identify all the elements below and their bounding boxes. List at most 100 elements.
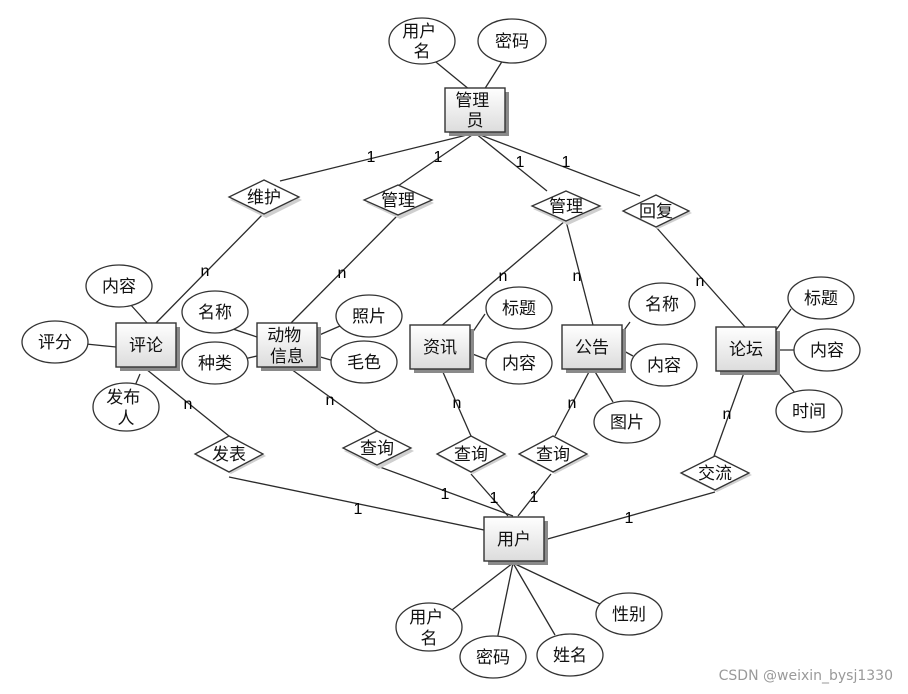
watermark: CSDN @weixin_bysj1330 bbox=[719, 668, 893, 684]
entity-admin-label: 管理 员 bbox=[455, 91, 494, 131]
attribute-news-title: 标题 bbox=[485, 286, 553, 330]
entity-notice: 公告 bbox=[561, 324, 626, 373]
attribute-animal-fur-color: 毛色 bbox=[330, 340, 398, 384]
relationship-query-news-label: 查询 bbox=[454, 445, 488, 465]
relationship-exchange-label: 交流 bbox=[698, 464, 732, 484]
relationship-query-news: 查询 bbox=[435, 435, 508, 474]
cardinality-admin-manage-notice: 1 bbox=[516, 154, 525, 171]
relationship-reply: 回复 bbox=[621, 194, 692, 229]
attribute-comment-content: 内容 bbox=[85, 264, 153, 308]
attribute-news-content-label: 内容 bbox=[502, 354, 536, 374]
relationship-query-notice: 查询 bbox=[517, 435, 590, 474]
relationship-query-animal-label: 查询 bbox=[360, 439, 394, 459]
relationship-publish-label: 发表 bbox=[212, 445, 246, 465]
cardinality-exchange-user: 1 bbox=[625, 510, 634, 527]
attribute-animal-photo: 照片 bbox=[335, 294, 403, 338]
relationship-maintain: 维护 bbox=[227, 179, 302, 218]
attribute-user-username-label: 用户 名 bbox=[409, 608, 448, 649]
relationship-exchange: 交流 bbox=[679, 455, 752, 492]
attribute-animal-photo-label: 照片 bbox=[352, 307, 386, 327]
entity-news: 资讯 bbox=[409, 324, 474, 373]
attribute-animal-species-label: 种类 bbox=[198, 354, 232, 374]
attribute-notice-name: 名称 bbox=[628, 282, 696, 326]
attribute-news-content: 内容 bbox=[485, 341, 553, 385]
entity-forum-label: 论坛 bbox=[729, 340, 763, 360]
attribute-forum-content-label: 内容 bbox=[810, 341, 844, 361]
cardinality-manage-news: n bbox=[499, 268, 508, 285]
cardinality-admin-maintain: 1 bbox=[367, 149, 376, 166]
attribute-user-password: 密码 bbox=[459, 635, 527, 679]
attribute-animal-fur-color-label: 毛色 bbox=[347, 353, 381, 373]
relationship-query-notice-label: 查询 bbox=[536, 445, 570, 465]
cardinality-forum-exchange: n bbox=[723, 406, 732, 423]
attribute-animal-name-label: 名称 bbox=[198, 303, 232, 323]
entity-admin: 管理 员 bbox=[444, 87, 509, 136]
entity-forum: 论坛 bbox=[715, 326, 780, 375]
attribute-forum-title: 标题 bbox=[787, 276, 855, 320]
cardinality-notice-query: n bbox=[568, 395, 577, 412]
attribute-forum-content: 内容 bbox=[793, 328, 861, 372]
relationship-maintain-label: 维护 bbox=[247, 188, 281, 208]
entity-animal-label-line1: 动物 bbox=[267, 326, 301, 346]
relationship-publish: 发表 bbox=[193, 435, 266, 474]
attribute-user-username-line1: 用户 bbox=[409, 608, 443, 628]
cardinality-comment-publish: n bbox=[184, 396, 193, 413]
cardinality-animal-query: n bbox=[326, 392, 335, 409]
relationship-reply-label: 回复 bbox=[639, 202, 673, 222]
entity-admin-label-line2: 员 bbox=[467, 111, 484, 131]
attribute-user-password-label: 密码 bbox=[476, 648, 510, 668]
entity-animal-label-line2: 信息 bbox=[270, 347, 304, 367]
attribute-notice-name-label: 名称 bbox=[645, 295, 679, 315]
attribute-admin-password: 密码 bbox=[477, 18, 547, 64]
attribute-news-title-label: 标题 bbox=[502, 299, 536, 319]
cardinality-manage-animal: n bbox=[338, 265, 347, 282]
attribute-user-name-label: 姓名 bbox=[553, 646, 587, 666]
attribute-forum-time: 时间 bbox=[775, 389, 843, 433]
attribute-comment-rating-label: 评分 bbox=[38, 333, 72, 353]
entity-news-label: 资讯 bbox=[423, 338, 457, 358]
attribute-comment-publisher: 发布 人 bbox=[92, 382, 160, 432]
attribute-comment-content-label: 内容 bbox=[102, 277, 136, 297]
cardinality-admin-manage-animal: 1 bbox=[434, 149, 443, 166]
attribute-user-name: 姓名 bbox=[536, 633, 604, 677]
attribute-user-gender: 性别 bbox=[595, 592, 663, 636]
entity-notice-label: 公告 bbox=[575, 338, 609, 358]
attribute-notice-content: 内容 bbox=[630, 343, 698, 387]
cardinality-query-animal-user: 1 bbox=[441, 486, 450, 503]
entity-animal-label: 动物 信息 bbox=[267, 326, 306, 367]
entity-user-label: 用户 bbox=[497, 530, 531, 550]
attribute-forum-time-label: 时间 bbox=[792, 402, 826, 422]
relationship-manage-animal: 管理 bbox=[362, 184, 434, 219]
entity-comment: 评论 bbox=[115, 322, 180, 371]
attribute-comment-publisher-label: 发布 人 bbox=[106, 388, 145, 429]
attribute-user-username: 用户 名 bbox=[395, 602, 463, 652]
attribute-admin-password-label: 密码 bbox=[495, 32, 529, 52]
cardinality-reply-forum: n bbox=[696, 273, 705, 290]
cardinality-labels: 1 1 1 1 n n n n n n n n n n 1 1 1 1 1 bbox=[184, 149, 732, 527]
attribute-user-username-line2: 名 bbox=[421, 629, 438, 649]
cardinality-query-notice-user: 1 bbox=[530, 489, 539, 506]
cardinality-maintain-comment: n bbox=[201, 263, 210, 280]
entity-user: 用户 bbox=[483, 516, 548, 565]
connection-lines bbox=[85, 57, 797, 641]
attribute-forum-title-label: 标题 bbox=[804, 289, 838, 309]
cardinality-manage-notice: n bbox=[573, 268, 582, 285]
attribute-notice-image-label: 图片 bbox=[610, 413, 644, 433]
attribute-animal-species: 种类 bbox=[181, 341, 249, 385]
attribute-notice-image: 图片 bbox=[593, 400, 661, 444]
entity-animal-info: 动物 信息 bbox=[256, 322, 321, 371]
cardinality-query-news-user: 1 bbox=[490, 490, 499, 507]
relationship-manage-animal-label: 管理 bbox=[381, 191, 415, 211]
attribute-animal-name: 名称 bbox=[181, 290, 249, 334]
attribute-comment-rating: 评分 bbox=[21, 320, 89, 364]
relationship-query-animal: 查询 bbox=[341, 430, 414, 469]
attribute-comment-publisher-line2: 人 bbox=[118, 409, 135, 429]
attribute-admin-username-label: 用户 名 bbox=[402, 22, 441, 62]
cardinality-news-query: n bbox=[453, 395, 462, 412]
attribute-user-gender-label: 性别 bbox=[612, 605, 646, 625]
attribute-admin-username: 用户 名 bbox=[388, 17, 456, 65]
attribute-notice-content-label: 内容 bbox=[647, 356, 681, 376]
cardinality-admin-reply: 1 bbox=[562, 154, 571, 171]
attribute-admin-username-line2: 名 bbox=[414, 42, 431, 62]
